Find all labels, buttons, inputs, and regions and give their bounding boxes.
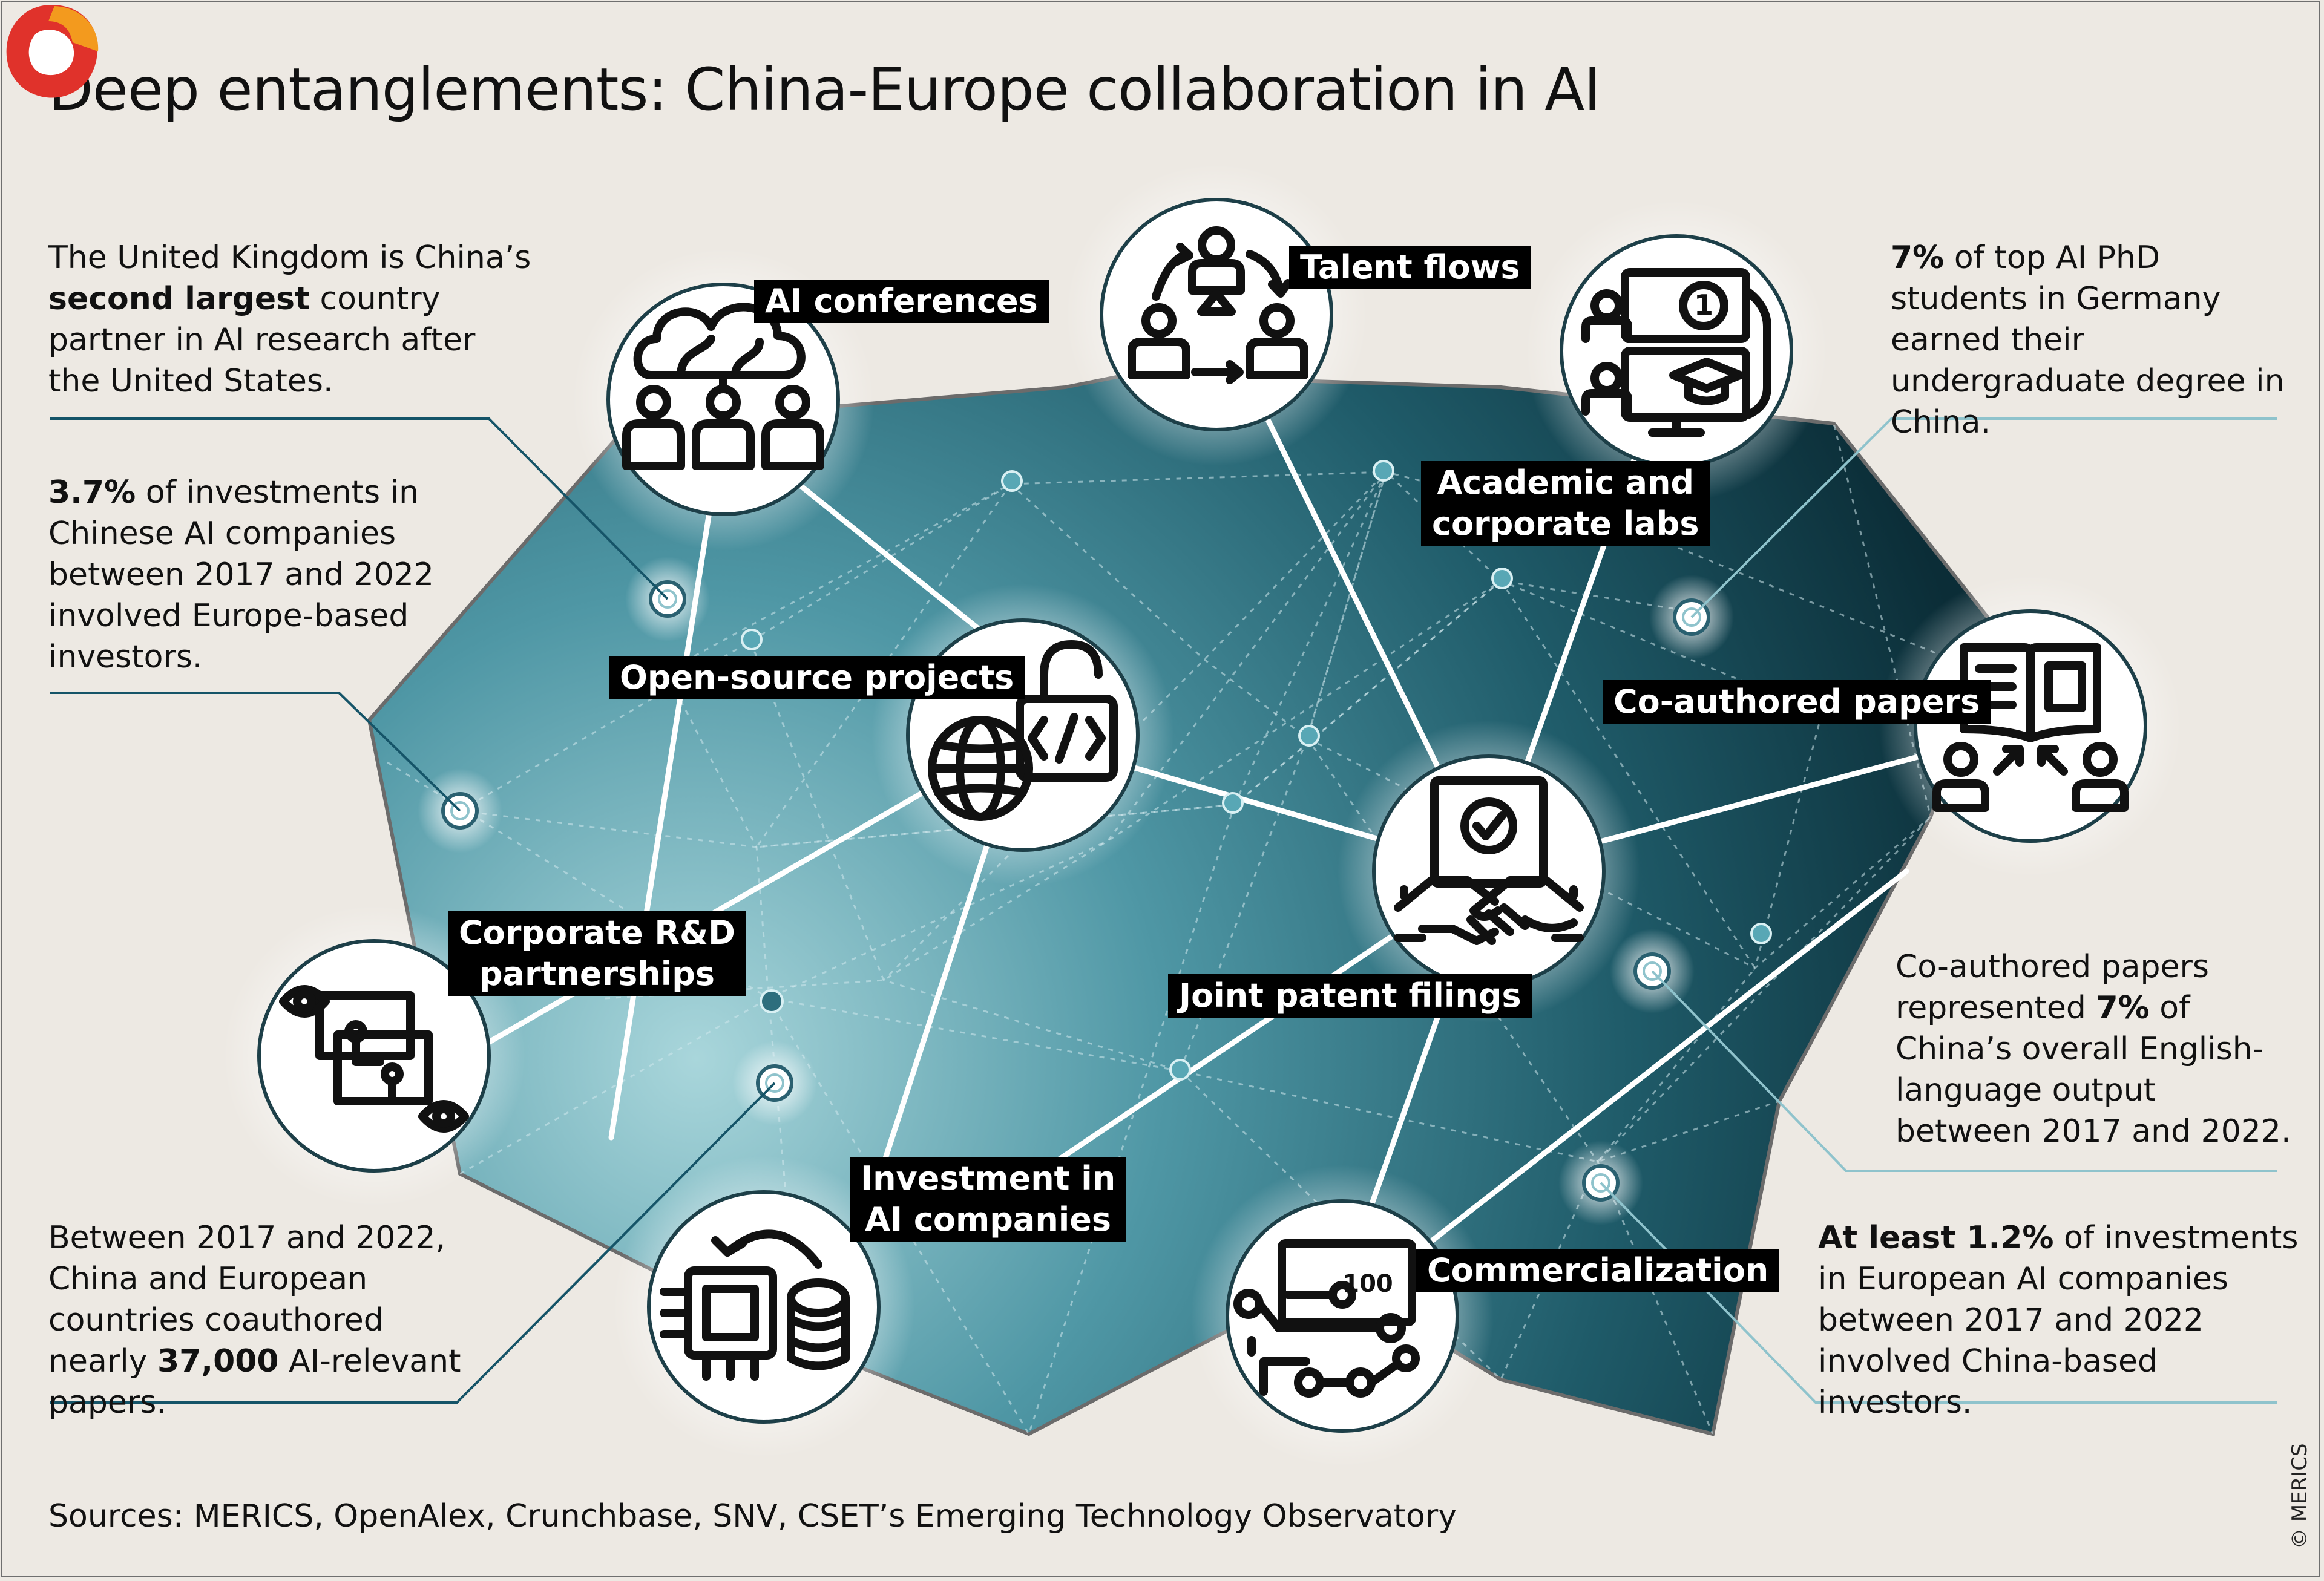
label-investment: Investment in AI companies: [850, 1157, 1127, 1242]
label-corporate-rd: Corporate R&D partnerships: [448, 911, 746, 996]
page-title: Deep entanglements: China-Europe collabo…: [48, 56, 1601, 123]
sources-note: Sources: MERICS, OpenAlex, Crunchbase, S…: [48, 1498, 1457, 1534]
small-nodes: [741, 460, 1772, 1081]
handshake-document-check-icon: [1394, 776, 1584, 945]
book-people-icon: [1932, 643, 2129, 812]
label-academic-labs: Academic and corporate labs: [1421, 461, 1710, 546]
label-open-source: Open-source projects: [609, 656, 1025, 699]
copyright-note: © MERICS: [2288, 1443, 2312, 1549]
academic-lab-icon: [1581, 268, 1771, 437]
fact-coauthored-count: Between 2017 and 2022, China and Europea…: [48, 1220, 461, 1421]
circuit-screen-icon: [1233, 1239, 1420, 1398]
label-commercialization: Commercialization: [1416, 1249, 1780, 1292]
fact-uk-partner: The United Kingdom is China’s second lar…: [48, 240, 531, 399]
talent-flow-people-icon: [1128, 226, 1308, 384]
merics-logo: [6, 5, 99, 98]
label-ai-conferences: AI conferences: [754, 280, 1049, 323]
label-talent-flows: Talent flows: [1289, 246, 1531, 289]
label-joint-patent: Joint patent filings: [1168, 974, 1532, 1018]
eye-circuit-icon: [279, 985, 469, 1133]
coin-number: 1: [1694, 289, 1713, 321]
fact-investments-chinese: 3.7% of investments in Chinese AI compan…: [48, 474, 434, 675]
fact-phd-students: 7% of top AI PhD students in Germany ear…: [1891, 240, 2285, 440]
fact-coauthored-share: Co-authored papers represented 7% of Chi…: [1896, 949, 2291, 1150]
brain-cloud-people-icon: [622, 303, 824, 470]
screen-number: 100: [1342, 1270, 1393, 1298]
open-source-code-lock-icon: [928, 640, 1118, 821]
chip-coins-icon: [660, 1229, 850, 1381]
fact-investments-european: At least 1.2% of investments in European…: [1818, 1220, 2299, 1421]
label-co-authored-papers: Co-authored papers: [1603, 680, 1991, 724]
